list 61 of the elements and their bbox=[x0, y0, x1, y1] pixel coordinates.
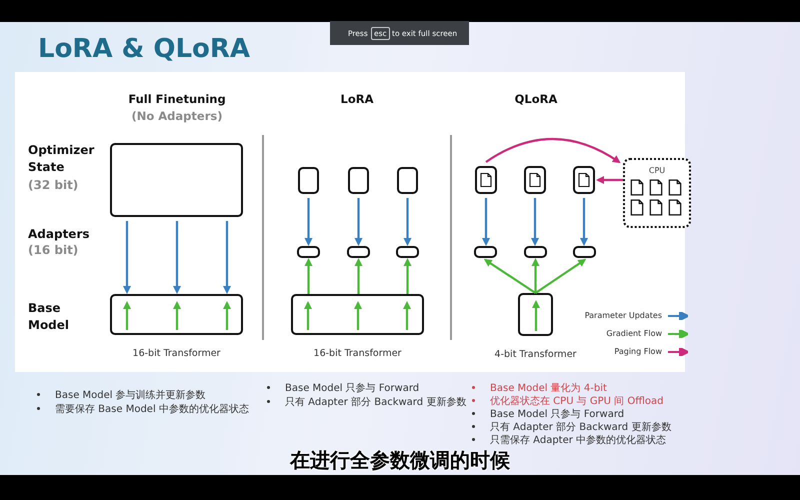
layer-box bbox=[348, 167, 369, 194]
layer-box bbox=[347, 246, 370, 258]
layer-box bbox=[573, 166, 595, 194]
arrow bbox=[123, 221, 131, 294]
arrow bbox=[173, 221, 181, 294]
bullet-item: Base Model 量化为 4-bit bbox=[490, 382, 607, 395]
layer-box bbox=[291, 294, 424, 335]
column-heading: Full Finetuning bbox=[127, 92, 227, 106]
column-subheading: (No Adapters) bbox=[130, 109, 224, 123]
layer-box bbox=[110, 143, 243, 217]
layer-box bbox=[524, 246, 547, 258]
layer-box bbox=[110, 294, 243, 335]
subtitle-text: 在进行全参数微调的时候 bbox=[290, 447, 510, 474]
bullet-item: Base Model 只参与 Forward bbox=[490, 408, 624, 421]
layer-box bbox=[524, 166, 546, 194]
bullet-item: 只有 Adapter 部分 Backward 更新参数 bbox=[490, 420, 672, 434]
layer-box bbox=[474, 246, 497, 258]
cpu-box bbox=[623, 158, 691, 228]
bullet-item: Base Model 只参与 Forward bbox=[285, 382, 420, 395]
arrow bbox=[223, 221, 231, 294]
arrow bbox=[485, 138, 621, 164]
column-heading: LoRA bbox=[340, 92, 374, 106]
legend-text: Parameter Updates bbox=[584, 311, 662, 320]
arrow bbox=[534, 258, 586, 294]
bullet-item: 优化器状态在 CPU 与 GPU 间 Offload bbox=[490, 394, 664, 408]
legend-text: Gradient Flow bbox=[606, 329, 662, 338]
box-caption: 16-bit Transformer bbox=[312, 348, 402, 359]
slide-title: LoRA & QLoRA bbox=[38, 34, 250, 64]
row-subheading: (32 bit) bbox=[28, 178, 78, 192]
arrow bbox=[482, 198, 490, 246]
bullet-item: 需要保存 Base Model 中参数的优化器状态 bbox=[55, 402, 249, 416]
bullet-item: Base Model 参与训练并更新参数 bbox=[55, 388, 206, 402]
row-heading: Optimizer State bbox=[28, 142, 96, 176]
arrow bbox=[580, 198, 588, 246]
arrow bbox=[354, 198, 362, 246]
row-heading: Base Model bbox=[28, 300, 70, 334]
arrow bbox=[596, 176, 623, 184]
layer-box bbox=[396, 246, 419, 258]
arrow bbox=[404, 258, 412, 294]
legend-text: Paging Flow bbox=[614, 347, 662, 356]
arrow bbox=[304, 198, 312, 246]
layer-box bbox=[397, 167, 418, 194]
bullet-item: 只需保存 Adapter 中参数的优化器状态 bbox=[490, 434, 666, 447]
layer-box bbox=[518, 293, 553, 336]
layer-box bbox=[475, 166, 497, 194]
bullet-item: 只有 Adapter 部分 Backward 更新参数 bbox=[285, 396, 466, 409]
column-heading: QLoRA bbox=[514, 92, 558, 106]
layer-box bbox=[297, 246, 320, 258]
arrow bbox=[484, 258, 536, 294]
arrow bbox=[404, 198, 412, 246]
arrow bbox=[304, 258, 312, 294]
layer-box bbox=[573, 246, 596, 258]
arrow bbox=[532, 258, 540, 293]
box-caption: 16-bit Transformer bbox=[132, 348, 222, 359]
box-caption: 4-bit Transformer bbox=[494, 349, 578, 360]
layer-box bbox=[298, 167, 319, 194]
row-heading: Adapters bbox=[28, 226, 90, 243]
arrow bbox=[531, 198, 539, 246]
box-label: CPU bbox=[648, 166, 666, 175]
arrow bbox=[354, 258, 362, 294]
row-subheading: (16 bit) bbox=[28, 243, 78, 257]
